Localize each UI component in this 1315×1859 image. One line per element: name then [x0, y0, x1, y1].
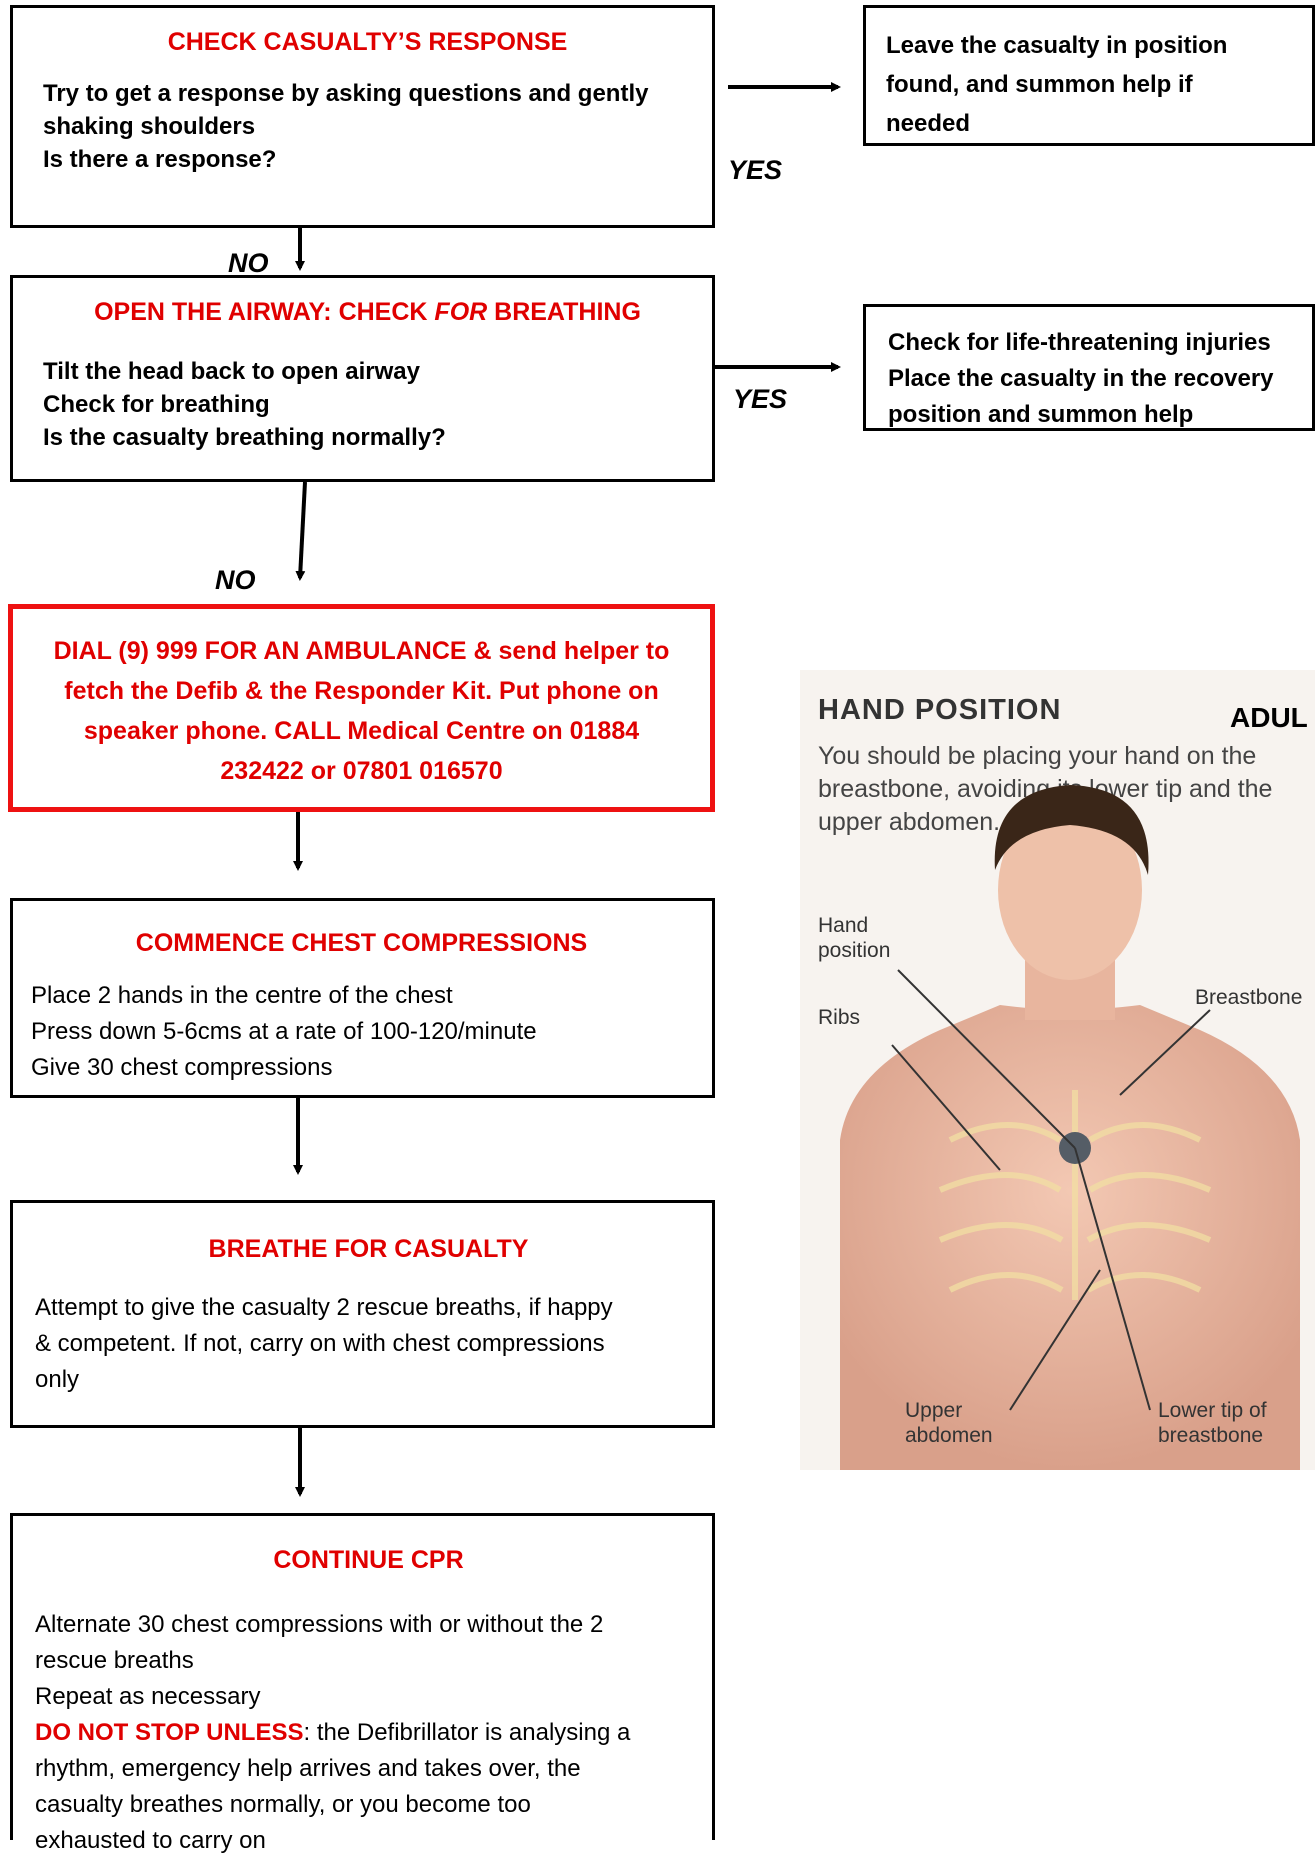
head	[998, 800, 1142, 980]
chest-compressions-box: COMMENCE CHEST COMPRESSIONS Place 2 hand…	[10, 898, 715, 1098]
response-yes-line: found, and summon help if	[886, 71, 1193, 98]
response-yes-box: Leave the casualty in position found, an…	[863, 5, 1315, 146]
hair	[994, 785, 1149, 875]
annotation-lower-tip: Lower tip of breastbone	[1158, 1399, 1267, 1447]
chest-compressions-line: Give 30 chest compressions	[31, 1054, 333, 1081]
dial-line: fetch the Defib & the Responder Kit. Put…	[64, 677, 659, 705]
continue-line: rescue breaths	[35, 1647, 194, 1674]
airway-yes-box: Check for life-threatening injuries Plac…	[863, 304, 1315, 431]
response-yes-line: needed	[886, 110, 971, 137]
check-response-box: CHECK CASUALTY’S RESPONSE Try to get a r…	[10, 5, 715, 228]
chest-compressions-title: COMMENCE CHEST COMPRESSIONS	[135, 929, 588, 957]
annotation-ribs: Ribs	[818, 1006, 861, 1029]
yes-label-airway: YES	[733, 384, 788, 414]
check-response-line: shaking shoulders	[43, 113, 256, 140]
open-airway-line: Tilt the head back to open airway	[43, 358, 420, 385]
breathe-line: Attempt to give the casualty 2 rescue br…	[35, 1294, 613, 1321]
check-response-line: Try to get a response by asking question…	[43, 80, 649, 107]
continue-cpr-title: CONTINUE CPR	[273, 1546, 464, 1574]
continue-line: casualty breathes normally, or you becom…	[35, 1791, 531, 1818]
chest-compressions-line: Place 2 hands in the centre of the chest	[31, 982, 453, 1009]
do-not-stop-label: DO NOT STOP UNLESS	[35, 1719, 304, 1746]
yes-label-response: YES	[728, 155, 783, 185]
continue-line: exhausted to carry on	[35, 1827, 266, 1854]
continue-cpr-box: CONTINUE CPR Alternate 30 chest compress…	[10, 1513, 715, 1854]
breathe-title: BREATHE FOR CASUALTY	[208, 1235, 529, 1263]
torso	[840, 1005, 1300, 1470]
annotation-leaders	[891, 969, 1211, 1411]
dial-line: speaker phone. CALL Medical Centre on 01…	[83, 717, 640, 745]
open-airway-line: Is the casualty breathing normally?	[43, 424, 446, 451]
annotation-upper-abdomen: Upper abdomen	[905, 1399, 993, 1447]
breathe-line: & competent. If not, carry on with chest…	[35, 1330, 605, 1357]
hand-position-card: HAND POSITION ADUL You should be placing…	[800, 670, 1315, 1470]
annotation-hand-position: Hand position	[818, 914, 891, 962]
no-label-airway: NO	[215, 565, 256, 595]
hand-position-description: You should be placing your hand on the b…	[818, 742, 1273, 836]
chest-compressions-line: Press down 5-6cms at a rate of 100-120/m…	[31, 1018, 537, 1045]
airway-yes-line: Place the casualty in the recovery	[888, 365, 1274, 392]
open-airway-box: OPEN THE AIRWAY: CHECK FOR BREATHING Til…	[10, 275, 715, 482]
continue-line: : the Defibrillator is analysing a	[303, 1719, 631, 1746]
continue-line: Repeat as necessary	[35, 1683, 261, 1710]
hand-position-title: HAND POSITION	[818, 694, 1062, 726]
breathe-for-casualty-box: BREATHE FOR CASUALTY Attempt to give the…	[10, 1200, 715, 1428]
annotation-breastbone: Breastbone	[1195, 986, 1303, 1009]
dial-line: DIAL (9) 999 FOR AN AMBULANCE & send hel…	[53, 637, 670, 665]
continue-line: rhythm, emergency help arrives and takes…	[35, 1755, 581, 1782]
open-airway-title: OPEN THE AIRWAY: CHECK FOR BREATHING	[94, 298, 641, 326]
check-response-title: CHECK CASUALTY’S RESPONSE	[167, 28, 568, 56]
check-response-line: Is there a response?	[43, 146, 277, 173]
response-yes-line: Leave the casualty in position	[886, 32, 1228, 59]
adult-label: ADUL	[1230, 702, 1308, 733]
dial-line: 232422 or 07801 016570	[220, 757, 503, 785]
dial-ambulance-box: DIAL (9) 999 FOR AN AMBULANCE & send hel…	[8, 604, 715, 812]
arrow-airway-no	[295, 481, 307, 581]
open-airway-line: Check for breathing	[43, 391, 270, 418]
open-airway-title-em: FOR	[434, 298, 488, 326]
airway-yes-line: Check for life-threatening injuries	[888, 329, 1271, 356]
rib-lines	[938, 1090, 1212, 1300]
airway-yes-line: position and summon help	[888, 401, 1194, 428]
torso-illustration	[840, 785, 1300, 1470]
continue-line: Alternate 30 chest compressions with or …	[35, 1611, 604, 1638]
breathe-line: only	[35, 1366, 80, 1393]
no-label-response: NO	[228, 248, 269, 278]
